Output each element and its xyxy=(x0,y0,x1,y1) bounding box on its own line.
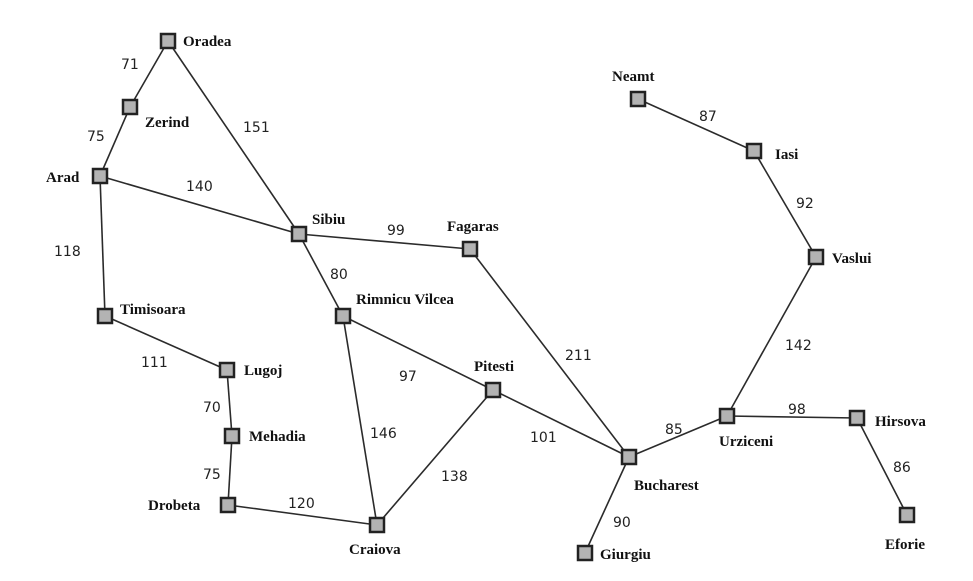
city-label-hirsova: Hirsova xyxy=(875,414,926,430)
distance-bucharest-giurgiu: 90 xyxy=(613,515,631,531)
road-arad-timisoara xyxy=(99,175,106,317)
city-label-craiova: Craiova xyxy=(349,542,401,558)
city-node-urziceni xyxy=(718,407,736,425)
road-urziceni-vaslui xyxy=(726,256,817,417)
road-oradea-sibiu xyxy=(167,40,300,235)
road-mehadia-drobeta xyxy=(227,435,233,506)
road-vaslui-iasi xyxy=(753,150,817,258)
road-pitesti-bucharest xyxy=(492,389,630,458)
city-label-timisoara: Timisoara xyxy=(120,302,186,318)
distance-oradea-sibiu: 151 xyxy=(243,120,270,136)
road-urziceni-hirsova xyxy=(726,415,858,419)
city-label-zerind: Zerind xyxy=(145,115,190,131)
distance-rimnicu-vilcea-craiova: 146 xyxy=(370,426,397,442)
road-zerind-arad xyxy=(99,106,131,177)
city-label-vaslui: Vaslui xyxy=(832,251,871,267)
city-label-sibiu: Sibiu xyxy=(312,212,345,228)
distance-vaslui-iasi: 92 xyxy=(796,196,814,212)
city-labels: Oradea Zerind Arad Sibiu Fagaras Timisoa… xyxy=(46,34,926,563)
road-rimnicu-vilcea-craiova xyxy=(342,315,378,526)
city-node-mehadia xyxy=(223,427,241,445)
road-arad-sibiu xyxy=(99,175,300,235)
distance-sibiu-rimnicu-vilcea: 80 xyxy=(330,267,348,283)
city-nodes xyxy=(91,32,916,562)
road-rimnicu-vilcea-pitesti xyxy=(342,315,494,391)
city-label-bucharest: Bucharest xyxy=(634,478,699,494)
road-bucharest-giurgiu xyxy=(584,456,630,554)
distance-bucharest-urziceni: 85 xyxy=(665,422,683,438)
distance-oradea-zerind: 71 xyxy=(121,57,139,73)
road-sibiu-fagaras xyxy=(298,233,471,250)
city-node-neamt xyxy=(629,90,647,108)
distance-fagaras-bucharest: 211 xyxy=(565,348,592,364)
distance-timisoara-lugoj: 111 xyxy=(141,355,168,371)
city-label-eforie: Eforie xyxy=(885,537,925,553)
distance-lugoj-mehadia: 70 xyxy=(203,400,221,416)
road-hirsova-eforie xyxy=(856,417,908,516)
distance-craiova-pitesti: 138 xyxy=(441,469,468,485)
road-craiova-pitesti xyxy=(376,389,494,526)
road-timisoara-lugoj xyxy=(104,315,228,371)
road-oradea-zerind xyxy=(129,40,169,108)
city-node-drobeta xyxy=(219,496,237,514)
city-label-arad: Arad xyxy=(46,170,80,186)
city-label-urziceni: Urziceni xyxy=(719,434,773,450)
distance-sibiu-fagaras: 99 xyxy=(387,223,405,239)
distance-iasi-neamt: 87 xyxy=(699,109,717,125)
distance-urziceni-hirsova: 98 xyxy=(788,402,806,418)
city-node-rimnicu-vilcea xyxy=(334,307,352,325)
city-label-mehadia: Mehadia xyxy=(249,429,306,445)
city-node-arad xyxy=(91,167,109,185)
city-node-eforie xyxy=(898,506,916,524)
distance-mehadia-drobeta: 75 xyxy=(203,467,221,483)
city-node-pitesti xyxy=(484,381,502,399)
city-label-drobeta: Drobeta xyxy=(148,498,201,514)
distance-drobeta-craiova: 120 xyxy=(288,496,315,512)
road-iasi-neamt xyxy=(637,98,755,152)
city-label-neamt: Neamt xyxy=(612,69,654,85)
distance-rimnicu-vilcea-pitesti: 97 xyxy=(399,369,417,385)
city-node-oradea xyxy=(159,32,177,50)
distance-hirsova-eforie: 86 xyxy=(893,460,911,476)
city-node-fagaras xyxy=(461,240,479,258)
road-lugoj-mehadia xyxy=(226,369,233,437)
distance-zerind-arad: 75 xyxy=(87,129,105,145)
road-fagaras-bucharest xyxy=(469,248,630,458)
city-label-rimnicu-vilcea: Rimnicu Vilcea xyxy=(356,292,454,308)
road-distance-labels: 71 75 151 140 118 99 80 111 70 75 120 14… xyxy=(54,57,911,531)
city-node-zerind xyxy=(121,98,139,116)
city-label-pitesti: Pitesti xyxy=(474,359,514,375)
city-label-fagaras: Fagaras xyxy=(447,219,499,235)
road-bucharest-urziceni xyxy=(628,415,728,458)
city-label-giurgiu: Giurgiu xyxy=(600,547,651,563)
city-label-iasi: Iasi xyxy=(775,147,798,163)
city-node-giurgiu xyxy=(576,544,594,562)
distance-arad-sibiu: 140 xyxy=(186,179,213,195)
city-node-craiova xyxy=(368,516,386,534)
city-node-lugoj xyxy=(218,361,236,379)
city-node-timisoara xyxy=(96,307,114,325)
city-label-lugoj: Lugoj xyxy=(244,363,282,379)
city-node-hirsova xyxy=(848,409,866,427)
distance-pitesti-bucharest: 101 xyxy=(530,430,557,446)
city-node-vaslui xyxy=(807,248,825,266)
road-sibiu-rimnicu-vilcea xyxy=(298,233,344,317)
road-lines xyxy=(99,40,908,554)
road-drobeta-craiova xyxy=(227,504,378,526)
distance-arad-timisoara: 118 xyxy=(54,244,81,260)
distance-urziceni-vaslui: 142 xyxy=(785,338,812,354)
city-node-iasi xyxy=(745,142,763,160)
city-node-bucharest xyxy=(620,448,638,466)
city-label-oradea: Oradea xyxy=(183,34,232,50)
city-node-sibiu xyxy=(290,225,308,243)
